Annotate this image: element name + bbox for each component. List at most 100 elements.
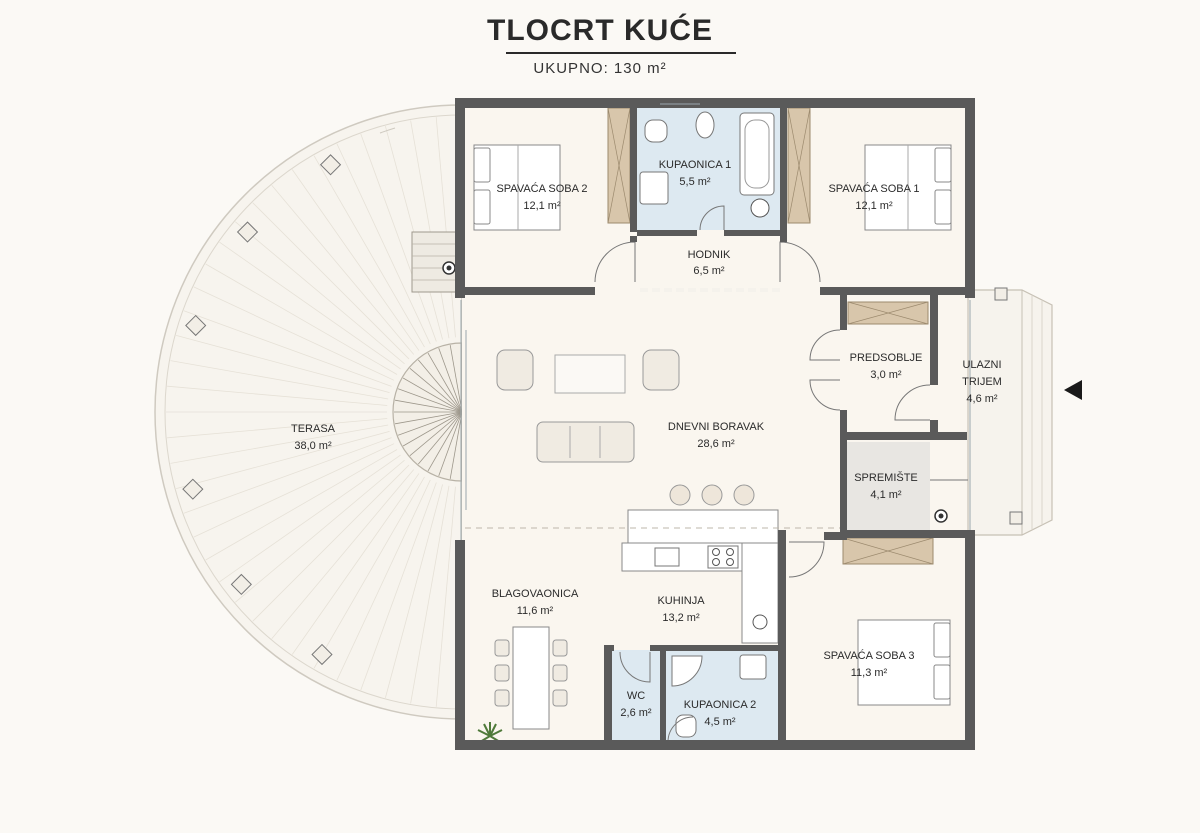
furniture (473, 107, 952, 743)
plant-icon (477, 722, 503, 743)
room-name-spavaca-soba-3: SPAVAĆA SOBA 3 (823, 649, 914, 662)
bed-icon (864, 144, 952, 231)
terrace-tile-line (336, 479, 431, 681)
stair-step-line (409, 367, 463, 413)
room-area-spavaca-soba-2: 12,1 m² (523, 200, 561, 212)
room-name-predsoblje: PREDSOBLJE (850, 352, 923, 364)
stove-icon (707, 545, 739, 569)
terrace-tile-line (175, 431, 390, 489)
stair-step-line (417, 411, 463, 465)
terrace-tile-line (205, 449, 398, 561)
shower-icon (671, 655, 703, 687)
bar-stool-icon (733, 484, 755, 506)
terrace-tile-line (271, 469, 415, 640)
terrace-tile-line (410, 485, 450, 704)
stair-step-line (438, 411, 463, 477)
terrace-tile-line (193, 443, 395, 538)
terrace-column (319, 154, 342, 176)
terrace-tile-line (170, 424, 389, 464)
sofa-icon (536, 421, 635, 463)
bidet-icon (695, 111, 715, 139)
terrace-tile-line (252, 464, 410, 622)
terrace-column (185, 314, 207, 337)
stair-step-line (402, 377, 463, 413)
terrace-tile-line (183, 310, 392, 387)
terrace-tile-line (167, 385, 388, 406)
bar-stool-icon (669, 484, 691, 506)
stair-step-line (438, 347, 463, 413)
title-underline (506, 52, 736, 54)
terrace-tile-line (167, 418, 388, 439)
total-area: UKUPNO: 130 m² (533, 60, 667, 77)
room-area-ulazni-trijem: 4,6 m² (966, 393, 998, 405)
stair-step-line (394, 411, 463, 425)
stair-step-line (417, 359, 463, 413)
room-name-spremiste: SPREMIŠTE (854, 471, 918, 484)
room-area-terasa: 38,0 m² (294, 440, 332, 452)
bed-icon (857, 619, 951, 706)
room-name-dnevni-boravak: DNEVNI BORAVAK (668, 421, 765, 433)
terrace-tile-line (410, 120, 450, 339)
kitchen-island (627, 509, 779, 544)
stair-step-line (449, 411, 463, 480)
windows (460, 103, 971, 540)
room-name-trijem: TRIJEM (962, 376, 1002, 388)
terrace-tile-line (234, 459, 405, 603)
terrace-tile-line (193, 286, 395, 381)
dining-table-icon (512, 626, 550, 730)
room-area-kupaonica-2: 4,5 m² (704, 716, 736, 728)
terrace-tile-line (360, 133, 437, 342)
terrace-tile-line (291, 169, 420, 351)
doors (594, 205, 968, 743)
washing-machine-icon (750, 198, 770, 218)
entry-porch (967, 287, 1082, 536)
coffee-table-icon (554, 354, 626, 394)
armchair-icon (496, 349, 534, 391)
terrace-tile-line (291, 473, 420, 655)
room-area-wc: 2,6 m² (620, 707, 652, 719)
room-name-kupaonica-2: KUPAONICA 2 (684, 699, 757, 711)
page-title: TLOCRT KUĆE (487, 14, 713, 47)
terrace-column (182, 478, 204, 500)
room-labels: SPAVAĆA SOBA 2 12,1 m² KUPAONICA 1 5,5 m… (291, 159, 1002, 728)
room-name-kuhinja: KUHINJA (657, 595, 705, 607)
terrace-tile-line (336, 143, 431, 345)
room-name-kupaonica-1: KUPAONICA 1 (659, 159, 732, 171)
room-name-spavaca-soba-1: SPAVAĆA SOBA 1 (828, 182, 919, 195)
dishwasher-icon (752, 614, 768, 630)
walls (455, 98, 975, 750)
terrace-column (311, 643, 333, 666)
terrace-tile-line (175, 335, 390, 393)
terrace-tile-line (435, 486, 456, 707)
toilet-icon (644, 119, 668, 143)
room-area-dnevni-boravak: 28,6 m² (697, 438, 735, 450)
room-name-spavaca-soba-2: SPAVAĆA SOBA 2 (496, 182, 587, 195)
room-area-blagovaonica: 11,6 m² (517, 605, 554, 617)
terrace-tile-line (435, 117, 456, 338)
room-area-spavaca-soba-3: 11,3 m² (851, 667, 888, 679)
stair-step-line (427, 411, 463, 472)
stair-step-line (427, 352, 463, 413)
terrace-tile-line (183, 437, 392, 514)
stair-step-line (449, 344, 463, 413)
stair-step-line (397, 388, 463, 413)
room-area-spavaca-soba-1: 12,1 m² (855, 200, 893, 212)
room-area-kuhinja: 13,2 m² (662, 612, 700, 624)
room-name-hodnik: HODNIK (688, 249, 731, 261)
room-area-spremiste: 4,1 m² (870, 489, 902, 501)
armchair-icon (642, 349, 680, 391)
room-name-wc: WC (627, 690, 645, 702)
kitchen-sink-icon (654, 547, 680, 567)
room-name-blagovaonica: BLAGOVAONICA (492, 588, 579, 600)
bar-stool-icon (701, 484, 723, 506)
stair-step-line (394, 399, 463, 413)
stair-step-line (409, 411, 463, 457)
terrace-tile-line (205, 263, 398, 375)
room-area-hodnik: 6,5 m² (693, 265, 725, 277)
terrace-tile-line (313, 155, 425, 348)
terrace-tile-line (219, 454, 401, 583)
sink-icon (739, 654, 767, 680)
terrace-tile-line (313, 476, 425, 669)
terrace-tile-line (271, 184, 415, 355)
